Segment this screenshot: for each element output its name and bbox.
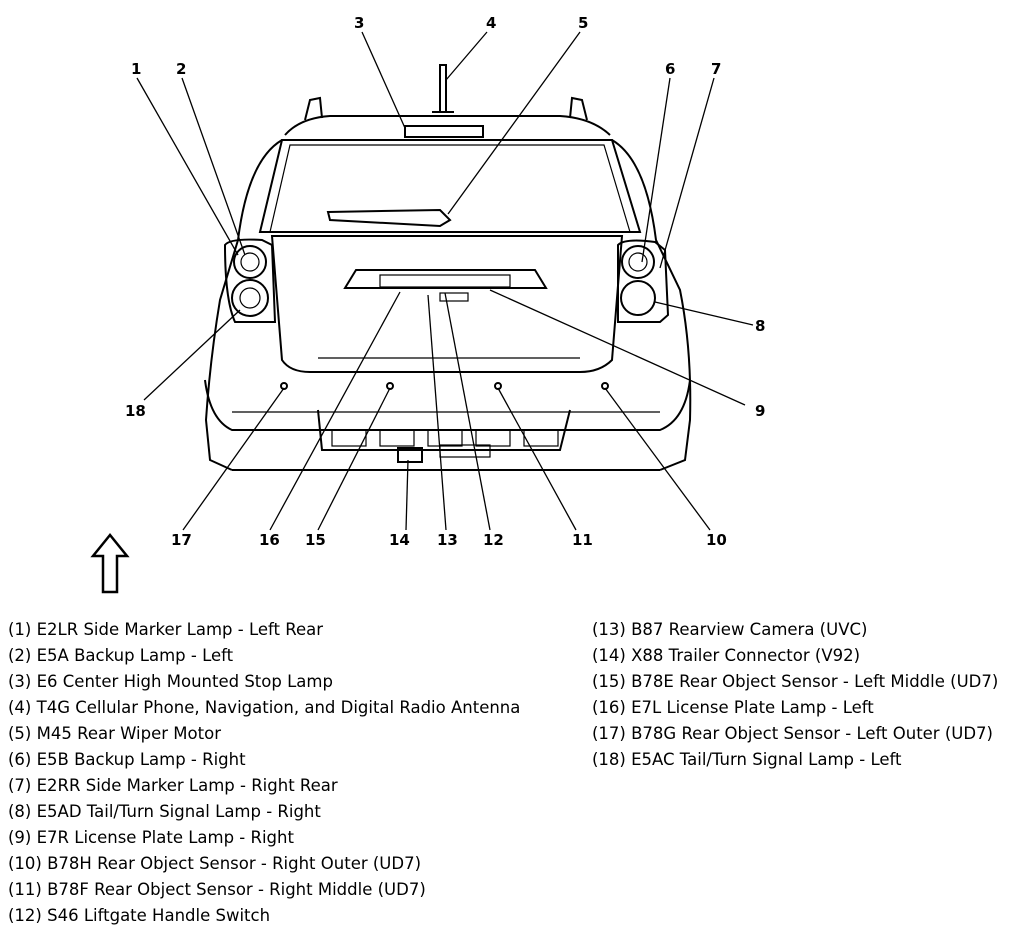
leader-lines <box>136 31 754 531</box>
legend-item-7: (7) E2RR Side Marker Lamp - Right Rear <box>8 776 338 795</box>
legend-item-12: (12) S46 Liftgate Handle Switch <box>8 906 271 925</box>
legend-item-16: (16) E7L License Plate Lamp - Left <box>592 698 874 717</box>
legend-item-15: (15) B78E Rear Object Sensor - Left Midd… <box>592 672 999 691</box>
callout-15: 15 <box>305 531 326 549</box>
legend-item-3: (3) E6 Center High Mounted Stop Lamp <box>8 672 333 691</box>
callout-17: 17 <box>171 531 192 549</box>
callout-10: 10 <box>706 531 727 549</box>
callout-13: 13 <box>437 531 458 549</box>
legend-item-4: (4) T4G Cellular Phone, Navigation, and … <box>8 698 521 717</box>
legend-left-column: (1) E2LR Side Marker Lamp - Left Rear (2… <box>8 617 520 929</box>
legend-item-8: (8) E5AD Tail/Turn Signal Lamp - Right <box>8 802 321 821</box>
legend-item-14: (14) X88 Trailer Connector (V92) <box>592 646 861 665</box>
legend-item-13: (13) B87 Rearview Camera (UVC) <box>592 620 868 639</box>
callout-18: 18 <box>125 402 146 420</box>
callout-12: 12 <box>483 531 504 549</box>
callout-9: 9 <box>755 402 765 420</box>
callout-labels: 1 2 3 4 5 6 7 8 9 10 11 12 13 14 15 16 1… <box>125 14 765 549</box>
legend-item-11: (11) B78F Rear Object Sensor - Right Mid… <box>8 880 426 899</box>
callout-11: 11 <box>572 531 593 549</box>
legend-item-17: (17) B78G Rear Object Sensor - Left Oute… <box>592 724 993 743</box>
legend-item-9: (9) E7R License Plate Lamp - Right <box>8 828 294 847</box>
legend-item-5: (5) M45 Rear Wiper Motor <box>8 724 221 743</box>
callout-5: 5 <box>578 14 588 32</box>
callout-1: 1 <box>131 60 141 78</box>
legend-item-2: (2) E5A Backup Lamp - Left <box>8 646 234 665</box>
legend-item-10: (10) B78H Rear Object Sensor - Right Out… <box>8 854 422 873</box>
callout-7: 7 <box>711 60 721 78</box>
callout-14: 14 <box>389 531 410 549</box>
callout-16: 16 <box>259 531 280 549</box>
callout-3: 3 <box>354 14 364 32</box>
legend-right-column: (13) B87 Rearview Camera (UVC) (14) X88 … <box>592 617 998 773</box>
legend-item-18: (18) E5AC Tail/Turn Signal Lamp - Left <box>592 750 902 769</box>
vehicle-rear-view-diagram: 1 2 3 4 5 6 7 8 9 10 11 12 13 14 15 16 1… <box>90 14 765 594</box>
callout-2: 2 <box>176 60 186 78</box>
legend-item-1: (1) E2LR Side Marker Lamp - Left Rear <box>8 620 323 639</box>
callout-8: 8 <box>755 317 765 335</box>
legend-item-6: (6) E5B Backup Lamp - Right <box>8 750 246 769</box>
vehicle-body <box>204 64 692 471</box>
callout-4: 4 <box>486 14 496 32</box>
callout-6: 6 <box>665 60 675 78</box>
up-arrow-icon <box>90 533 130 594</box>
